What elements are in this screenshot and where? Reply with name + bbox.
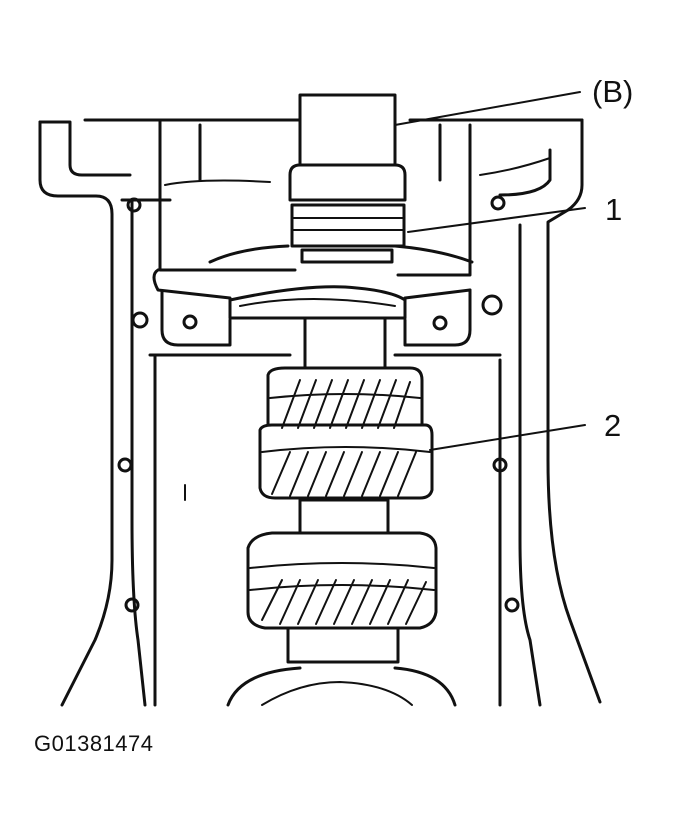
figure-code: G01381474 [34, 731, 154, 756]
leader-line-b [394, 91, 581, 126]
callout-label-2: 2 [604, 408, 621, 443]
lower-gear-icon [246, 531, 438, 630]
callout-label-1: 1 [605, 192, 622, 227]
callout-label-b: (B) [592, 74, 633, 109]
shaft-icon [286, 93, 407, 664]
transmission-case-drawing [38, 118, 602, 707]
leader-line-2 [429, 424, 586, 451]
leader-line-1 [407, 207, 586, 233]
gear-icon [258, 366, 434, 500]
